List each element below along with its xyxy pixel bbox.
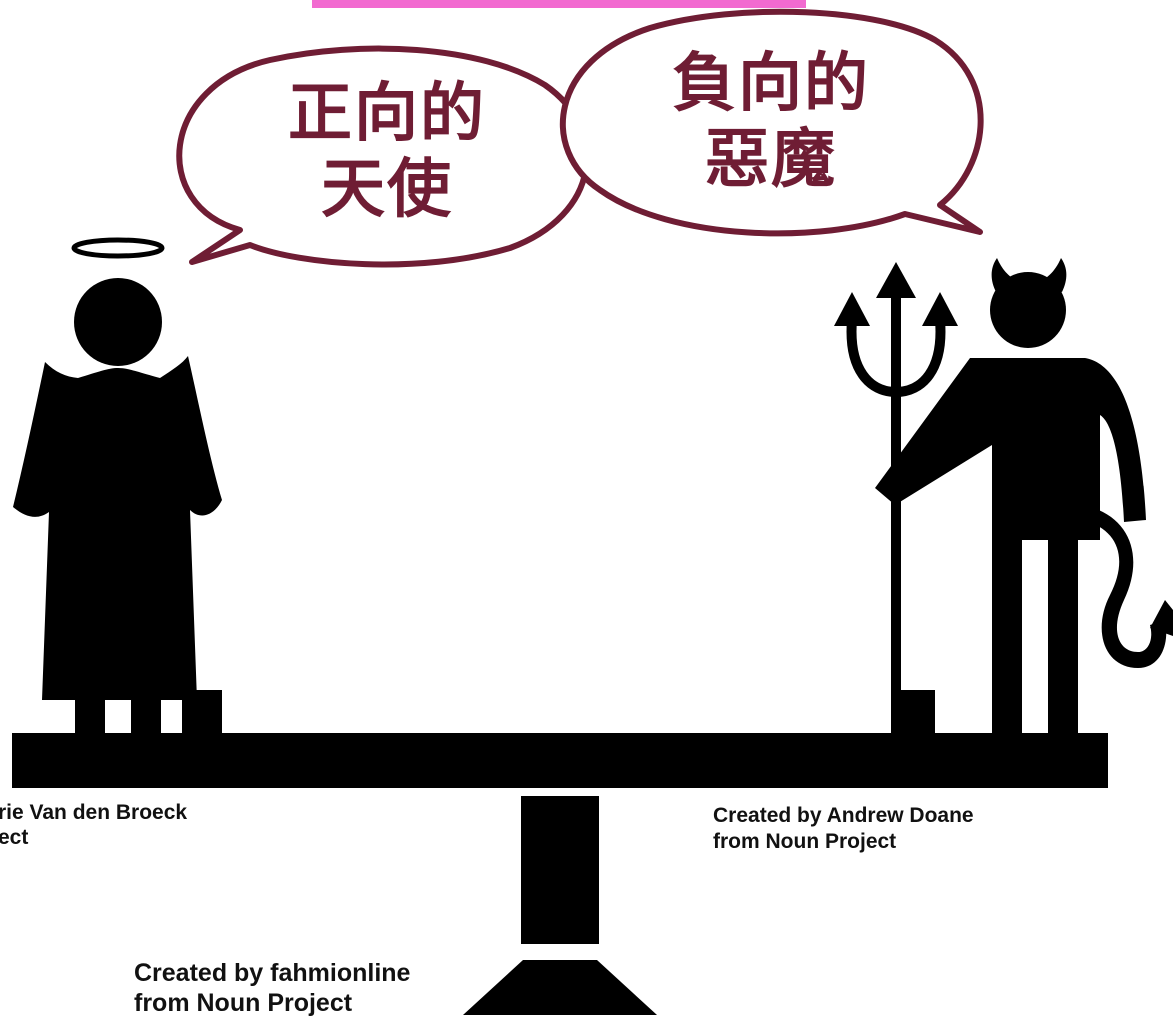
devil-bubble-text: 負向的 惡魔	[646, 46, 896, 198]
devil-credit-line1: Created by Andrew Doane	[713, 804, 974, 827]
title-bar-fragment	[312, 0, 806, 8]
angel-bubble-line2: 天使	[321, 153, 453, 227]
trident-prongs	[834, 262, 958, 326]
angel-bubble-line1: 正向的	[288, 77, 486, 151]
angel-speech-bubble	[176, 45, 590, 268]
angel-credit-line2: ect	[0, 826, 29, 849]
devil-bubble-line1: 負向的	[672, 47, 870, 121]
angel-bubble-text: 正向的 天使	[262, 76, 512, 228]
devil-credit-line2: from Noun Project	[713, 830, 897, 853]
seesaw-credit-line2: from Noun Project	[134, 989, 353, 1017]
devil-credit: Created by Andrew Doane from Noun Projec…	[713, 803, 974, 855]
angel-credit: rie Van den Broeck ect	[0, 800, 187, 850]
devil-icon	[875, 258, 1173, 740]
seesaw-credit: Created by fahmionline from Noun Project	[134, 958, 410, 1018]
halo-icon	[71, 237, 165, 259]
angel-icon	[13, 278, 222, 740]
devil-bubble-line2: 惡魔	[705, 123, 837, 197]
trident-icon	[846, 285, 946, 740]
angel-credit-line1: rie Van den Broeck	[0, 801, 188, 824]
seesaw-credit-line1: Created by fahmionline	[134, 959, 411, 987]
seesaw-icon	[12, 733, 1108, 1015]
devil-speech-bubble	[559, 8, 984, 237]
